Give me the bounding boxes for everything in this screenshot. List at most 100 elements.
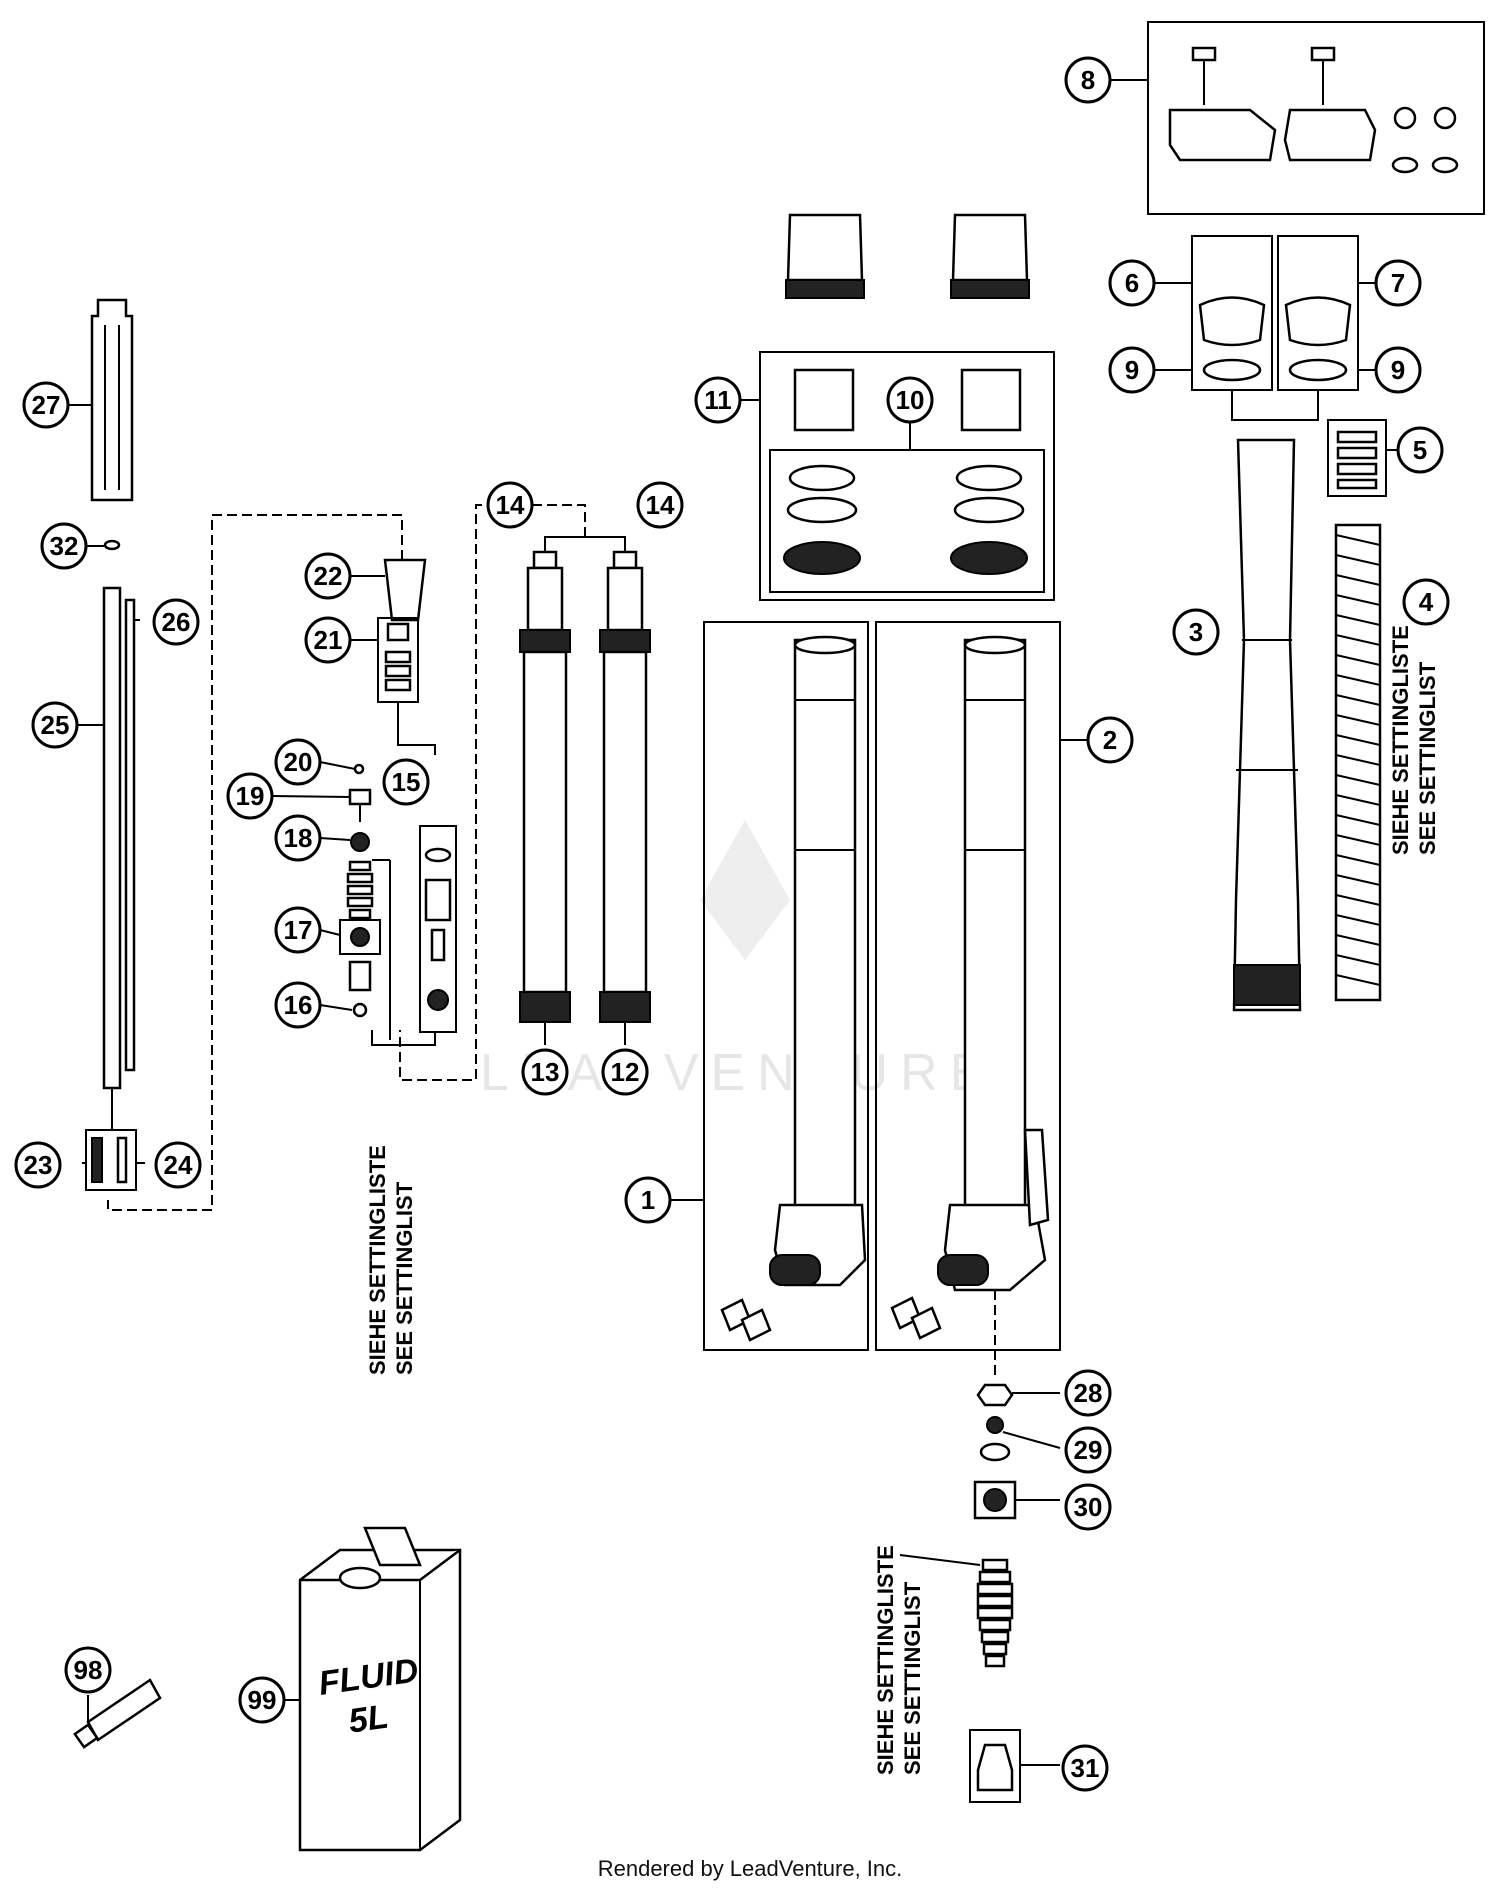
parts-10-11-group xyxy=(740,351,1055,601)
nut-28 xyxy=(976,1383,1014,1407)
part-19 xyxy=(348,788,372,806)
callout-11: 11 xyxy=(694,376,742,424)
svg-text:1: 1 xyxy=(641,1185,655,1215)
o-ring-9-right xyxy=(1288,358,1348,382)
svg-text:99: 99 xyxy=(248,1685,277,1715)
part-4-spring xyxy=(1334,523,1382,1002)
callout-2: 2 xyxy=(1086,716,1134,764)
setting-note-de-shims: SIEHE SETTINGLISTE xyxy=(873,1545,898,1775)
svg-text:28: 28 xyxy=(1074,1378,1103,1408)
inner-foot-12 xyxy=(599,991,651,1023)
outer-tube-right xyxy=(963,638,1027,1222)
washer-29 xyxy=(979,1442,1011,1462)
axle-clamp-left-hole xyxy=(769,1254,821,1286)
inner-foot-13 xyxy=(519,991,571,1023)
svg-text:21: 21 xyxy=(314,625,343,655)
callout-99: 99 xyxy=(238,1676,286,1724)
callout-22: 22 xyxy=(304,552,352,600)
svg-text:31: 31 xyxy=(1071,1753,1100,1783)
part-1-box xyxy=(703,621,869,1351)
svg-text:32: 32 xyxy=(50,531,79,561)
nut-29 xyxy=(986,1416,1004,1434)
dust-covers xyxy=(785,213,1030,299)
part-11-box xyxy=(759,351,1055,601)
callout-26: 26 xyxy=(152,598,200,646)
cap-7 xyxy=(1284,296,1352,347)
setting-note-en-3: SEE SETTINGLIST xyxy=(1415,661,1440,855)
setting-note-en-damper: SEE SETTINGLIST xyxy=(392,1181,417,1375)
outer-tube-left xyxy=(793,638,857,1222)
inner-rod-top-left xyxy=(526,566,564,632)
dust-cover-right xyxy=(951,213,1029,282)
part-8-group xyxy=(1110,21,1485,215)
part-23-24-box xyxy=(85,1129,137,1191)
svg-text:17: 17 xyxy=(284,915,313,945)
callout-14b: 14 xyxy=(636,481,684,529)
part-32 xyxy=(103,539,121,551)
part-16-body xyxy=(348,960,372,992)
setting-note-en-shims: SEE SETTINGLIST xyxy=(900,1581,925,1775)
svg-text:8: 8 xyxy=(1081,65,1095,95)
dust-cover-left-ring xyxy=(785,279,865,299)
callout-5: 5 xyxy=(1396,426,1444,474)
svg-text:9: 9 xyxy=(1125,355,1139,385)
part-15-box xyxy=(419,825,457,1033)
svg-text:10: 10 xyxy=(896,385,925,415)
svg-text:3: 3 xyxy=(1189,617,1203,647)
caliper-mount xyxy=(1023,1128,1050,1227)
svg-text:19: 19 xyxy=(236,781,265,811)
tool-27 xyxy=(90,298,134,502)
part-18 xyxy=(350,832,370,852)
svg-text:4: 4 xyxy=(1419,587,1434,617)
svg-text:9: 9 xyxy=(1391,355,1405,385)
callout-28: 28 xyxy=(1064,1369,1112,1417)
o-ring-9-left xyxy=(1202,358,1262,382)
callout-30: 30 xyxy=(1064,1483,1112,1531)
watermark-logo xyxy=(700,820,790,960)
outer-tubes xyxy=(670,621,1088,1380)
svg-text:98: 98 xyxy=(74,1655,103,1685)
part-22 xyxy=(383,558,427,622)
svg-text:29: 29 xyxy=(1074,1435,1103,1465)
callout-21: 21 xyxy=(304,616,352,664)
svg-text:23: 23 xyxy=(24,1150,53,1180)
ring-10-right-c xyxy=(950,541,1028,575)
watermark: LEADVENTURE xyxy=(480,820,984,1102)
callout-27: 27 xyxy=(22,381,70,429)
ring-10-right-a xyxy=(955,464,1023,492)
dust-cover-left xyxy=(786,213,864,282)
washer-2 xyxy=(1431,156,1459,174)
setting-note-de-damper: SIEHE SETTINGLISTE xyxy=(365,1145,390,1375)
washer-1 xyxy=(1391,156,1419,174)
fluid-label-2: 5L xyxy=(346,1698,391,1741)
callout-8: 8 xyxy=(1064,56,1112,104)
part-17-box xyxy=(339,919,381,955)
svg-text:20: 20 xyxy=(284,747,313,777)
screw-small-1 xyxy=(1393,106,1417,130)
inner-tubes xyxy=(399,504,651,1081)
seal-11-right xyxy=(960,368,1022,432)
part-17 xyxy=(350,927,370,947)
svg-text:2: 2 xyxy=(1103,725,1117,755)
callout-19: 19 xyxy=(226,772,274,820)
svg-text:7: 7 xyxy=(1391,268,1405,298)
setting-note-de-3: SIEHE SETTINGLISTE xyxy=(1388,625,1413,855)
ring-10-left-b xyxy=(786,496,858,524)
part-5-group xyxy=(1327,419,1398,497)
svg-text:24: 24 xyxy=(164,1150,193,1180)
callout-10: 10 xyxy=(886,376,934,424)
callout-7: 7 xyxy=(1374,259,1422,307)
callout-13: 13 xyxy=(521,1048,569,1096)
callout-4: 4 xyxy=(1402,578,1450,626)
fluid-can-handle xyxy=(363,1526,422,1567)
inner-tube-13 xyxy=(522,650,568,994)
part-21-cap xyxy=(386,622,410,642)
inner-seal-left xyxy=(519,629,571,653)
callout-9a: 9 xyxy=(1108,346,1156,394)
part-3-cartridge xyxy=(1232,438,1302,1012)
callout-14a: 14 xyxy=(486,481,534,529)
fluid-can-cap xyxy=(338,1566,382,1590)
svg-text:14: 14 xyxy=(496,490,525,520)
callout-32: 32 xyxy=(40,522,88,570)
